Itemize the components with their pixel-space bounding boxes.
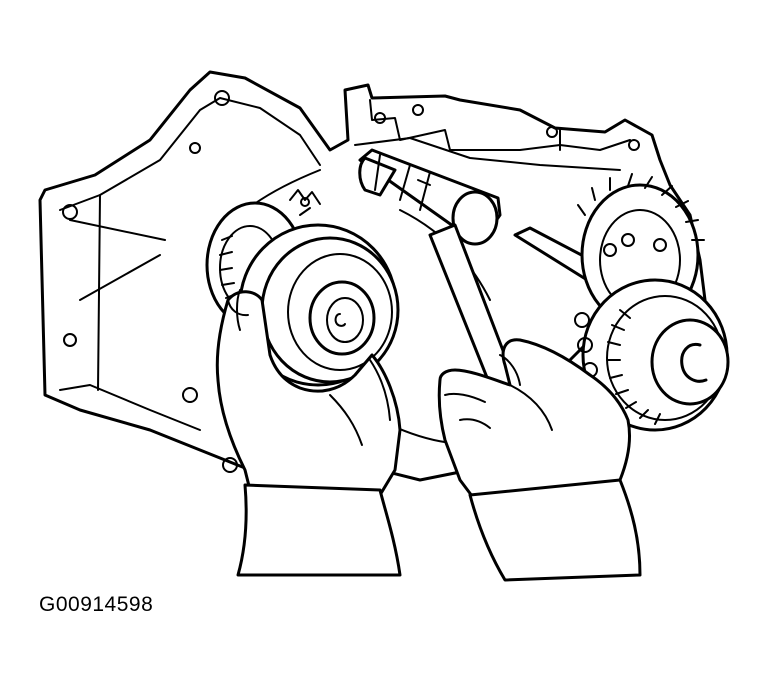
right-hand: [437, 338, 642, 582]
splined-flange: [574, 278, 730, 432]
figure-id-caption: G00914598: [39, 593, 154, 616]
left-hand: [215, 289, 402, 577]
punch-tool: [358, 148, 522, 407]
